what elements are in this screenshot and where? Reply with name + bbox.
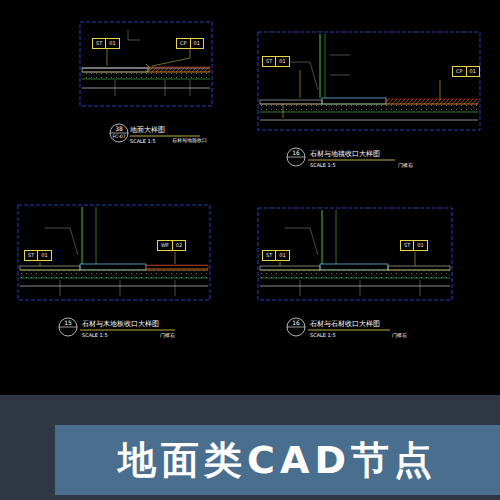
detail-caption: 门槛石 xyxy=(160,333,175,338)
tag-text: CP xyxy=(453,67,466,76)
detail-caption: 门槛石 xyxy=(392,333,407,338)
callout-number: 16 xyxy=(292,150,300,156)
detail-caption: 门槛石 xyxy=(398,163,413,168)
detail-caption: 石材与地毯收口大样图 xyxy=(310,151,380,158)
detail-caption: SCALE 1:5 xyxy=(310,333,336,338)
tag-text: WF xyxy=(158,241,172,250)
tag-text: ST xyxy=(401,241,413,250)
detail-caption: SCALE 1:5 xyxy=(130,139,156,144)
detail-3 xyxy=(18,205,210,336)
tag-text: 01 xyxy=(105,39,118,48)
material-tag: CP01 xyxy=(176,38,204,49)
tag-text: 01 xyxy=(275,251,288,260)
material-tag: WF02 xyxy=(157,240,186,251)
detail-caption: 石材与木地板收口大样图 xyxy=(82,321,159,328)
material-tag: ST01 xyxy=(24,250,52,261)
callout-number: 16 xyxy=(292,320,300,326)
tag-text: ST xyxy=(263,57,275,66)
tag-text: 01 xyxy=(190,39,203,48)
tag-text: ST xyxy=(263,251,275,260)
callout-number: FC-07 xyxy=(112,135,125,140)
detail-caption: SCALE 1:5 xyxy=(310,163,336,168)
detail-caption: 石材与石材收口大样图 xyxy=(310,321,380,328)
detail-caption: 石材与地毯收口 xyxy=(172,139,207,144)
title-banner: 地面类CAD节点 xyxy=(55,425,500,495)
material-tag: ST01 xyxy=(92,38,120,49)
material-tag: ST01 xyxy=(400,240,428,251)
tag-text: 02 xyxy=(172,241,185,250)
callout-number: 15 xyxy=(64,320,72,326)
callout-number: 38 xyxy=(115,126,123,132)
detail-2 xyxy=(258,32,480,166)
tag-text: 01 xyxy=(37,251,50,260)
material-tag: ST01 xyxy=(262,250,290,261)
tag-text: 01 xyxy=(413,241,426,250)
tag-text: ST xyxy=(93,39,105,48)
material-tag: CP01 xyxy=(452,66,480,77)
material-tag: ST01 xyxy=(262,56,290,67)
tag-text: 01 xyxy=(275,57,288,66)
detail-caption: SCALE 1:5 xyxy=(82,333,108,338)
detail-caption: 地面大样图 xyxy=(130,127,165,134)
detail-4 xyxy=(258,208,452,336)
tag-text: ST xyxy=(25,251,37,260)
detail-1 xyxy=(80,22,212,142)
banner-title: 地面类CAD节点 xyxy=(118,435,437,486)
tag-text: CP xyxy=(177,39,190,48)
tag-text: 01 xyxy=(466,67,479,76)
